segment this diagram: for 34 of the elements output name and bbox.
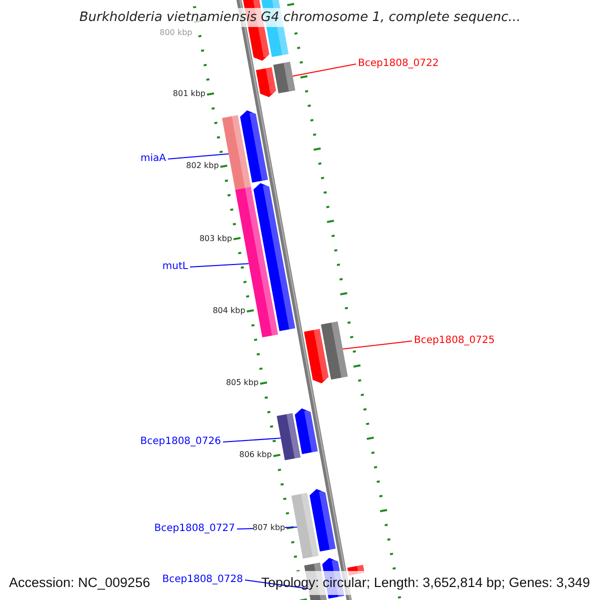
leader-line [244, 580, 309, 590]
leader-line [342, 340, 412, 350]
scale-label: 806 kbp [239, 451, 272, 460]
gene-bar [240, 110, 268, 183]
gene-bar [273, 62, 296, 94]
gene-label: Bcep1808_0726 [140, 437, 221, 447]
gene-bar [310, 489, 336, 552]
gene-label: Bcep1808_0725 [414, 336, 495, 346]
gene-bar [276, 413, 301, 460]
leader-line [222, 438, 282, 442]
footer-text: Accession: NC_009256 [9, 576, 150, 590]
leader-line [292, 64, 356, 77]
scale-label: 805 kbp [226, 379, 259, 388]
footer-text: Topology: circular; Length: 3,652,814 bp; Genes: 3,349 [261, 576, 590, 590]
scale-label: 804 kbp [212, 306, 246, 315]
gene-bar [294, 408, 318, 454]
gene-label: Bcep1808_0727 [154, 524, 235, 534]
gene-bar [304, 328, 329, 384]
scale-label: 802 kbp [186, 162, 219, 170]
gene-label: miaA [140, 154, 166, 164]
scale-label: 807 kbp [252, 524, 286, 532]
gene-bar [253, 183, 296, 332]
gene-label: Bcep1808_0722 [358, 59, 439, 69]
scale-label: 801 kbp [172, 90, 206, 98]
scale-label: 803 kbp [199, 234, 232, 243]
gene-bar [291, 492, 319, 559]
leader-line [168, 153, 230, 160]
gene-label: mutL [162, 262, 188, 272]
leader-line [190, 263, 250, 268]
gene-label: Bcep1808_0728 [162, 575, 243, 585]
gene-bar [320, 321, 348, 380]
scale-label: 800 kbp [160, 29, 192, 37]
gene-bar [222, 115, 251, 190]
gene-bar [256, 67, 276, 98]
